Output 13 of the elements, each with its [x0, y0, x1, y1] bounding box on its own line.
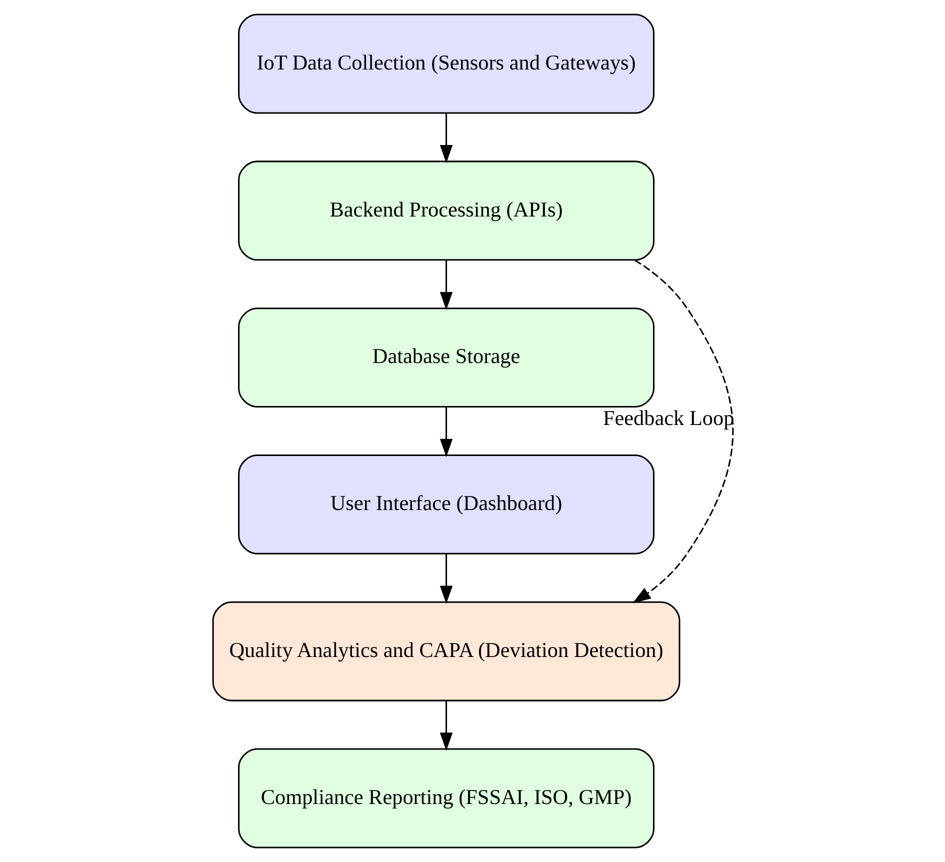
node-box: User Interface (Dashboard)	[238, 454, 654, 554]
arrow	[439, 406, 452, 458]
arrow	[439, 113, 452, 164]
node-box: Quality Analytics and CAPA (Deviation Detection)	[212, 601, 680, 702]
node-box: Backend Processing (APIs)	[238, 160, 654, 261]
edge-label: Feedback Loop	[602, 406, 734, 430]
node-box: Database Storage	[238, 308, 654, 408]
arrow	[439, 260, 452, 310]
arrow	[632, 259, 734, 604]
arrow	[439, 700, 452, 751]
arrow	[439, 554, 452, 604]
node-box: IoT Data Collection (Sensors and Gateways)	[238, 14, 654, 114]
node-box: Compliance Reporting (FSSAI, ISO, GMP)	[238, 748, 654, 848]
